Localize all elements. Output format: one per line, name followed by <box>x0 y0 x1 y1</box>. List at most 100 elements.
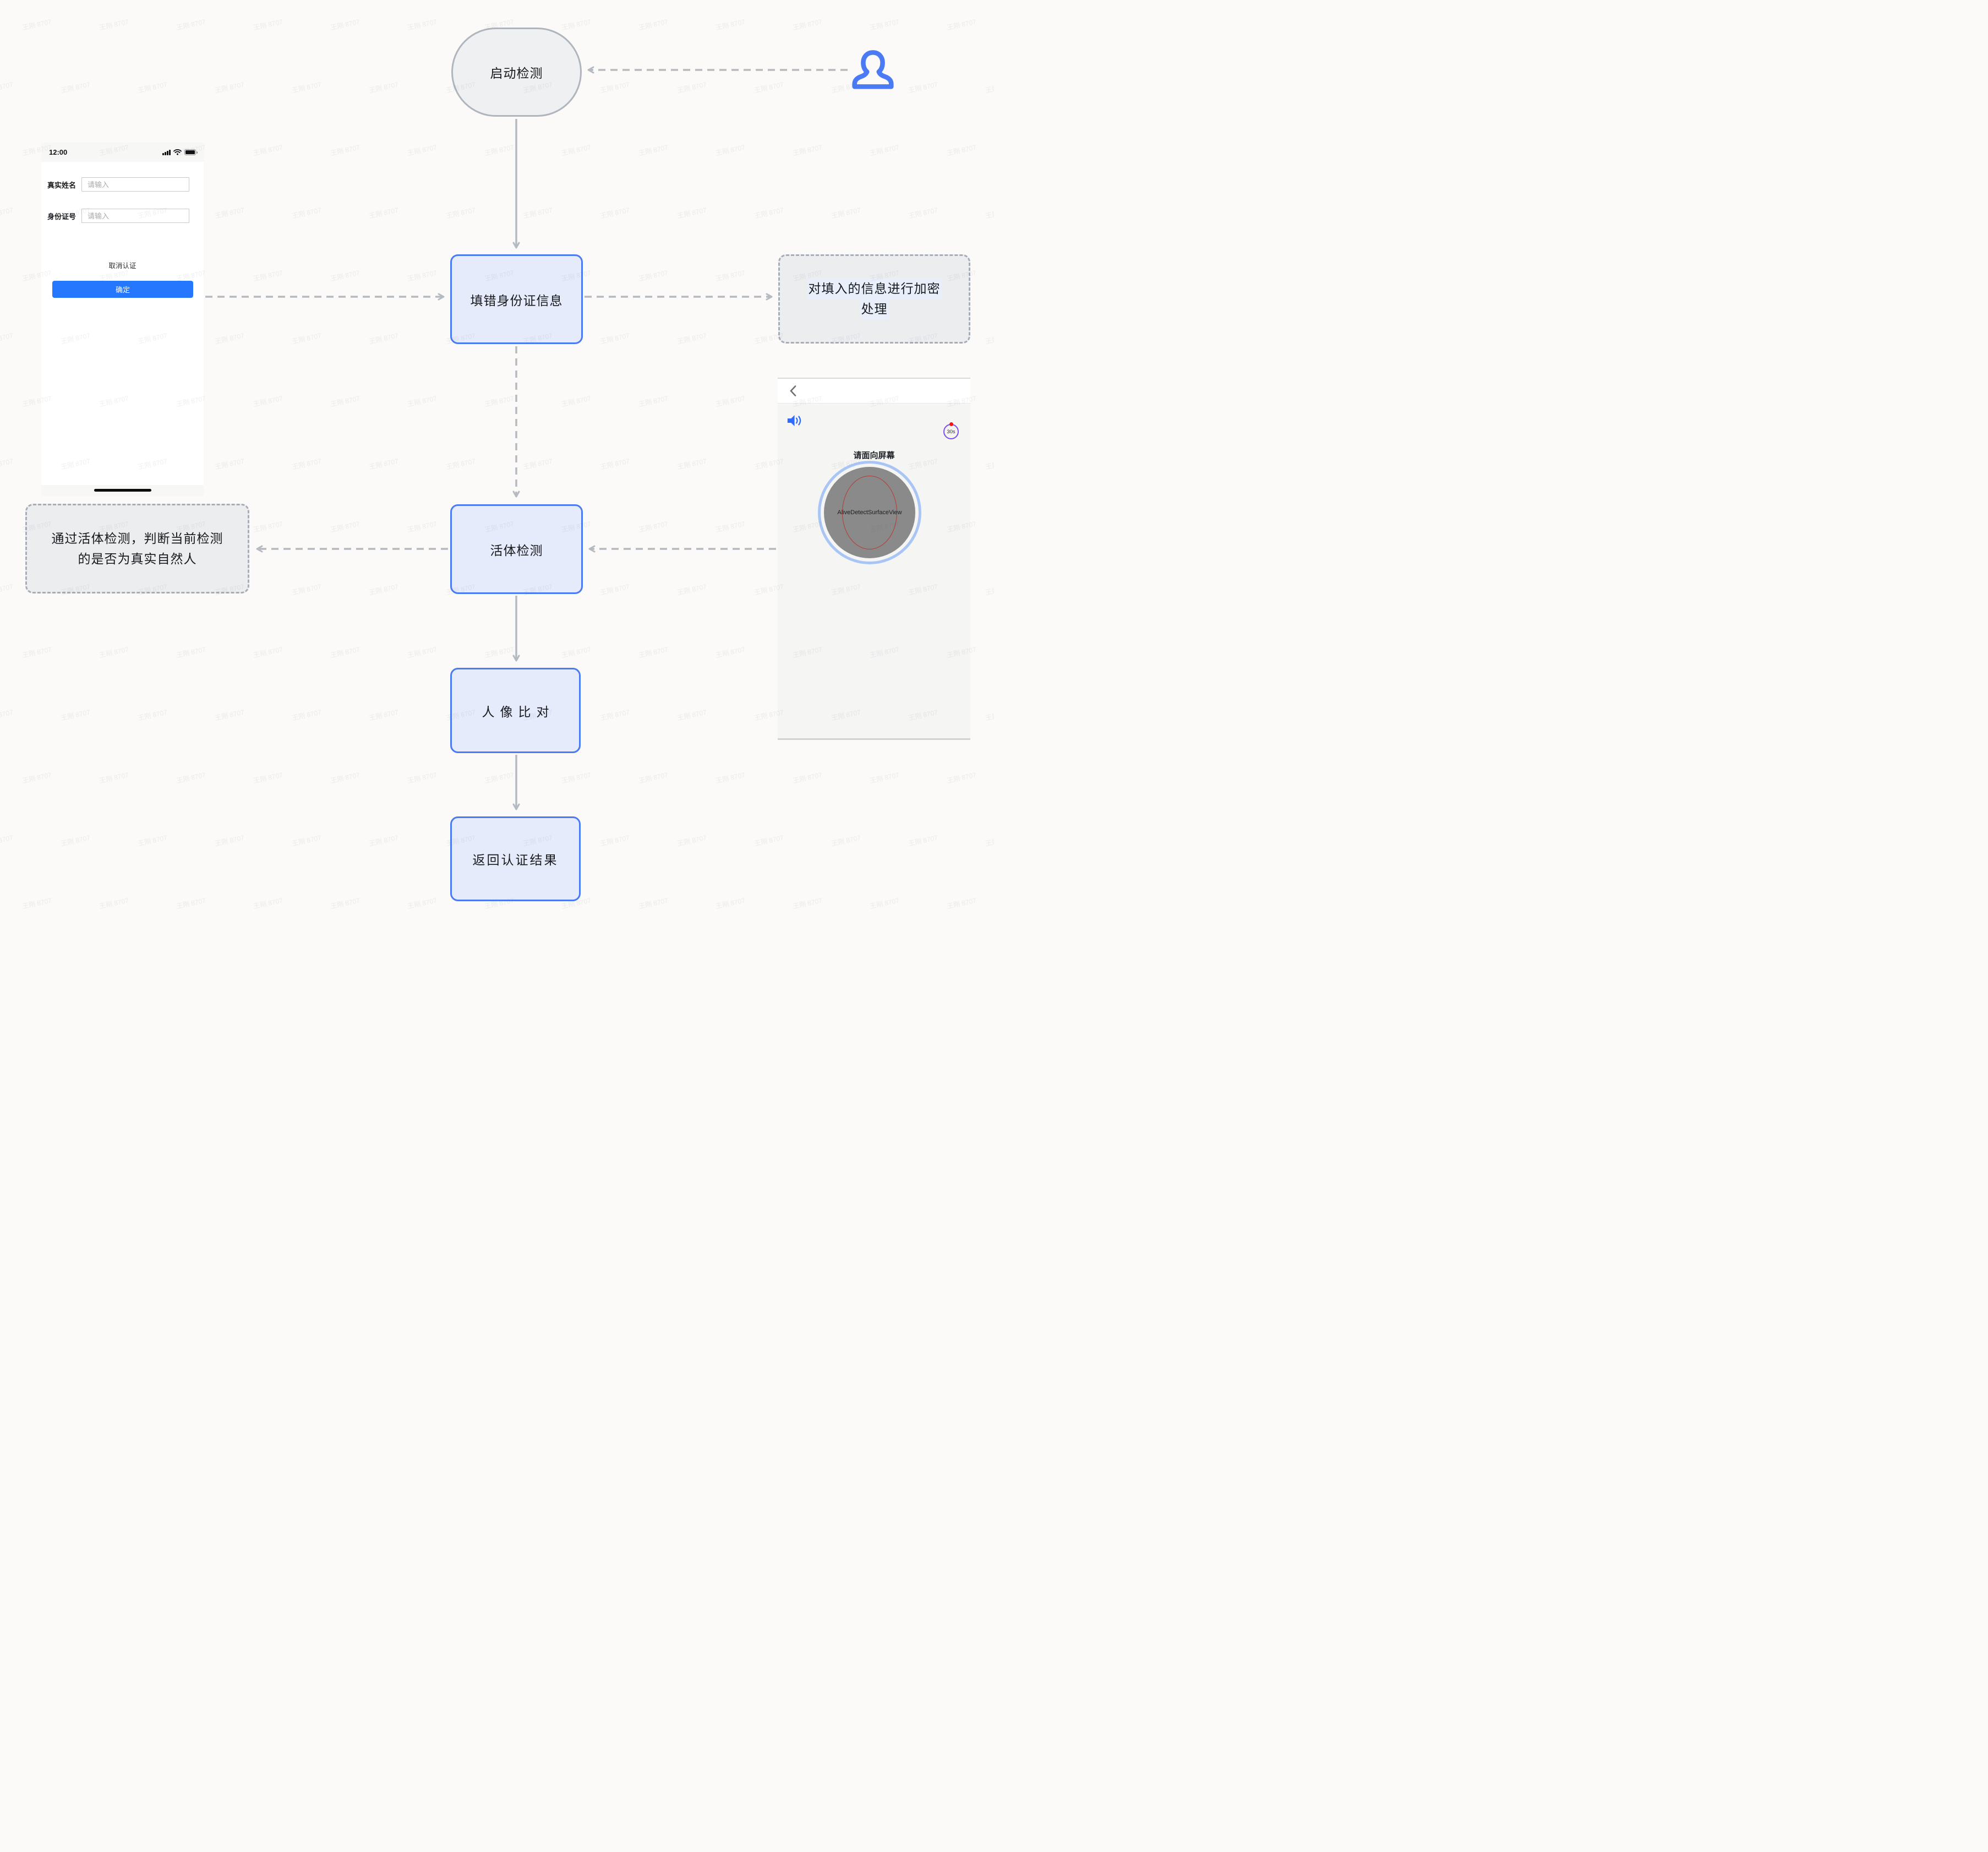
watermark-text: 王刚 8707 <box>484 645 515 660</box>
watermark-text: 王刚 8707 <box>715 520 746 534</box>
watermark-text: 王刚 8707 <box>638 143 669 157</box>
watermark-text: 王刚 8707 <box>599 834 631 848</box>
watermark-text: 王刚 8707 <box>0 457 14 471</box>
watermark-text: 王刚 8707 <box>985 332 994 346</box>
node-explain-label-line1: 通过活体检测，判断当前检测 <box>51 531 223 546</box>
speaker-icon[interactable] <box>787 414 802 427</box>
flow-diagram-canvas: 启动检测 填错身份证信息 对填入的信息进行加密 处理 活体检测 通过活体检测，判… <box>0 0 994 926</box>
watermark-text: 王刚 8707 <box>214 708 245 722</box>
watermark-text: 王刚 8707 <box>561 771 592 785</box>
watermark-text: 王刚 8707 <box>676 80 708 95</box>
wifi-icon <box>173 149 182 155</box>
node-liveness-detection: 活体检测 <box>450 504 583 594</box>
watermark-text: 王刚 8707 <box>869 18 900 32</box>
watermark-text: 王刚 8707 <box>60 834 91 848</box>
watermark-text: 王刚 8707 <box>753 834 785 848</box>
user-icon <box>852 50 894 89</box>
watermark-text: 王刚 8707 <box>99 896 130 911</box>
watermark-text: 王刚 8707 <box>21 771 53 785</box>
chevron-left-icon <box>790 385 796 396</box>
watermark-text: 王刚 8707 <box>0 331 14 346</box>
node-return-result: 返回认证结果 <box>450 816 581 901</box>
back-button[interactable] <box>785 383 801 399</box>
watermark-text: 王刚 8707 <box>599 582 631 597</box>
watermark-text: 王刚 8707 <box>676 457 708 471</box>
home-indicator <box>94 489 151 492</box>
signal-icon <box>162 149 171 155</box>
watermark-text: 王刚 8707 <box>368 206 400 220</box>
watermark-text: 王刚 8707 <box>176 771 207 785</box>
status-icons <box>162 149 198 155</box>
status-time: 12:00 <box>49 148 68 156</box>
watermark-text: 王刚 8707 <box>407 18 438 32</box>
watermark-text: 王刚 8707 <box>330 143 361 157</box>
watermark-text: 王刚 8707 <box>522 457 554 471</box>
watermark-text: 王刚 8707 <box>291 331 323 346</box>
watermark-text: 王刚 8707 <box>715 18 746 32</box>
watermark-text: 王刚 8707 <box>291 457 323 471</box>
watermark-text: 王刚 8707 <box>214 457 245 471</box>
watermark-text: 王刚 8707 <box>368 80 400 95</box>
watermark-text: 王刚 8707 <box>60 80 91 95</box>
id-number-label: 身份证号 <box>47 212 77 221</box>
watermark-text: 王刚 8707 <box>946 896 977 911</box>
watermark-text: 王刚 8707 <box>985 457 994 471</box>
watermark-text: 王刚 8707 <box>715 896 746 911</box>
watermark-text: 王刚 8707 <box>0 708 14 722</box>
watermark-text: 王刚 8707 <box>676 834 708 848</box>
watermark-text: 王刚 8707 <box>0 80 14 95</box>
watermark-text: 王刚 8707 <box>253 143 284 157</box>
watermark-text: 王刚 8707 <box>445 206 477 220</box>
watermark-text: 王刚 8707 <box>368 582 400 597</box>
watermark-text: 王刚 8707 <box>253 645 284 660</box>
watermark-text: 王刚 8707 <box>869 896 900 911</box>
watermark-text: 王刚 8707 <box>407 645 438 660</box>
status-bar: 12:00 <box>41 143 204 162</box>
liveness-content: 30s 请面向屏幕 AliveDetectSurfaceView <box>778 404 970 740</box>
watermark-text: 王刚 8707 <box>908 834 939 848</box>
watermark-text: 王刚 8707 <box>561 645 592 660</box>
face-outline-oval <box>842 476 897 549</box>
id-number-input[interactable] <box>81 209 189 223</box>
watermark-text: 王刚 8707 <box>792 896 823 911</box>
watermark-text: 王刚 8707 <box>715 143 746 157</box>
watermark-text: 王刚 8707 <box>985 709 994 722</box>
watermark-text: 王刚 8707 <box>676 582 708 597</box>
surface-view-label: AliveDetectSurfaceView <box>837 509 902 516</box>
watermark-text: 王刚 8707 <box>214 206 245 220</box>
watermark-text: 王刚 8707 <box>753 80 785 95</box>
watermark-text: 王刚 8707 <box>869 771 900 785</box>
id-input-screen: 12:00 真实姓名 身份证号 取消认证 确定 <box>41 143 204 496</box>
watermark-text: 王刚 8707 <box>946 143 977 157</box>
node-liveness-label: 活体检测 <box>490 543 543 558</box>
watermark-text: 王刚 8707 <box>253 771 284 785</box>
watermark-text: 王刚 8707 <box>638 520 669 534</box>
real-name-input[interactable] <box>81 177 189 192</box>
watermark-text: 王刚 8707 <box>908 206 939 220</box>
watermark-text: 王刚 8707 <box>60 708 91 722</box>
watermark-text: 王刚 8707 <box>715 771 746 785</box>
watermark-text: 王刚 8707 <box>407 143 438 157</box>
watermark-text: 王刚 8707 <box>792 143 823 157</box>
watermark-text: 王刚 8707 <box>946 771 977 785</box>
watermark-text: 王刚 8707 <box>599 80 631 95</box>
watermark-text: 王刚 8707 <box>214 80 245 95</box>
node-fill-id-label: 填错身份证信息 <box>470 293 563 308</box>
watermark-text: 王刚 8707 <box>214 331 245 346</box>
watermark-text: 王刚 8707 <box>253 269 284 283</box>
countdown-timer: 30s <box>943 422 959 439</box>
camera-preview-circle: AliveDetectSurfaceView <box>824 467 915 558</box>
watermark-text: 王刚 8707 <box>599 331 631 346</box>
watermark-text: 王刚 8707 <box>638 269 669 283</box>
watermark-text: 王刚 8707 <box>291 582 323 597</box>
real-name-label: 真实姓名 <box>47 181 77 189</box>
watermark-text: 王刚 8707 <box>330 896 361 911</box>
confirm-button[interactable]: 确定 <box>52 281 193 298</box>
watermark-text: 王刚 8707 <box>522 206 554 220</box>
liveness-screen: 30s 请面向屏幕 AliveDetectSurfaceView <box>778 378 970 740</box>
node-encrypt-info: 对填入的信息进行加密 处理 <box>778 254 970 344</box>
node-explain-label-line2: 的是否为真实自然人 <box>78 551 197 566</box>
node-result-label: 返回认证结果 <box>472 853 559 867</box>
cancel-auth-link[interactable]: 取消认证 <box>108 262 136 270</box>
watermark-text: 王刚 8707 <box>985 834 994 848</box>
